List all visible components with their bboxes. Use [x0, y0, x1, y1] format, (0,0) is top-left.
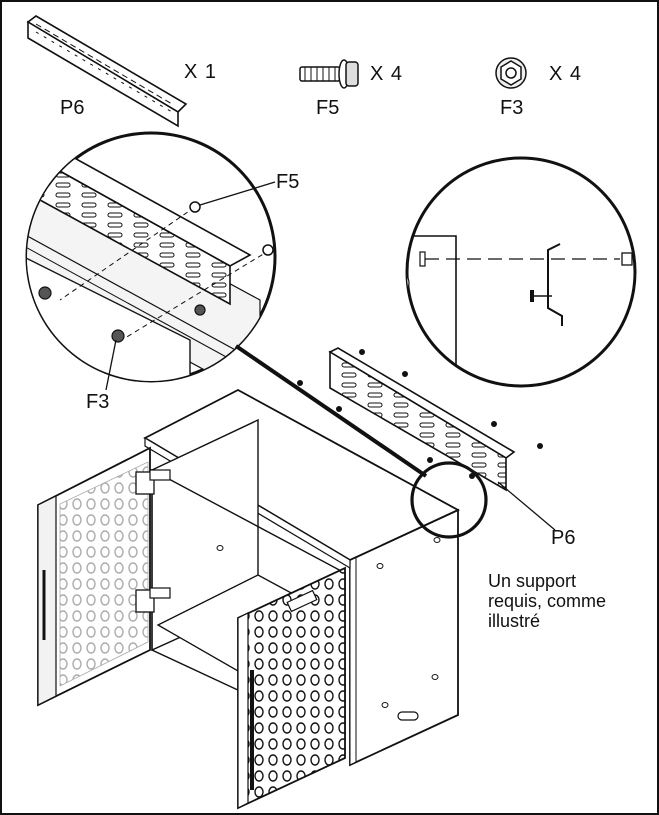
support-note-line-3: illustré — [488, 611, 541, 631]
part-p6-label: P6 — [60, 97, 85, 119]
bolt-f5-icon — [299, 59, 359, 89]
support-note-line-2: requis, comme — [488, 591, 607, 611]
part-f5-qty: X 4 — [370, 63, 404, 85]
nut-f3-icon — [495, 57, 527, 89]
callout-f5-label: F5 — [276, 171, 300, 193]
part-f5-label: F5 — [316, 97, 340, 119]
cabinet-illustration — [37, 347, 556, 810]
rail-p6-illustration — [26, 15, 188, 128]
part-p6-qty: X 1 — [184, 61, 218, 83]
detail-zoom-bracket — [25, 131, 277, 391]
callout-f3-label: F3 — [86, 391, 110, 413]
support-note: Un support requis, comme illustré — [488, 571, 653, 631]
detail-zoom-side — [405, 156, 637, 388]
part-f3-qty: X 4 — [549, 63, 583, 85]
callout-p6-label: P6 — [551, 527, 576, 549]
zoom-connector-line — [234, 344, 428, 478]
part-f3-label: F3 — [500, 97, 524, 119]
support-note-line-1: Un support — [488, 571, 577, 591]
